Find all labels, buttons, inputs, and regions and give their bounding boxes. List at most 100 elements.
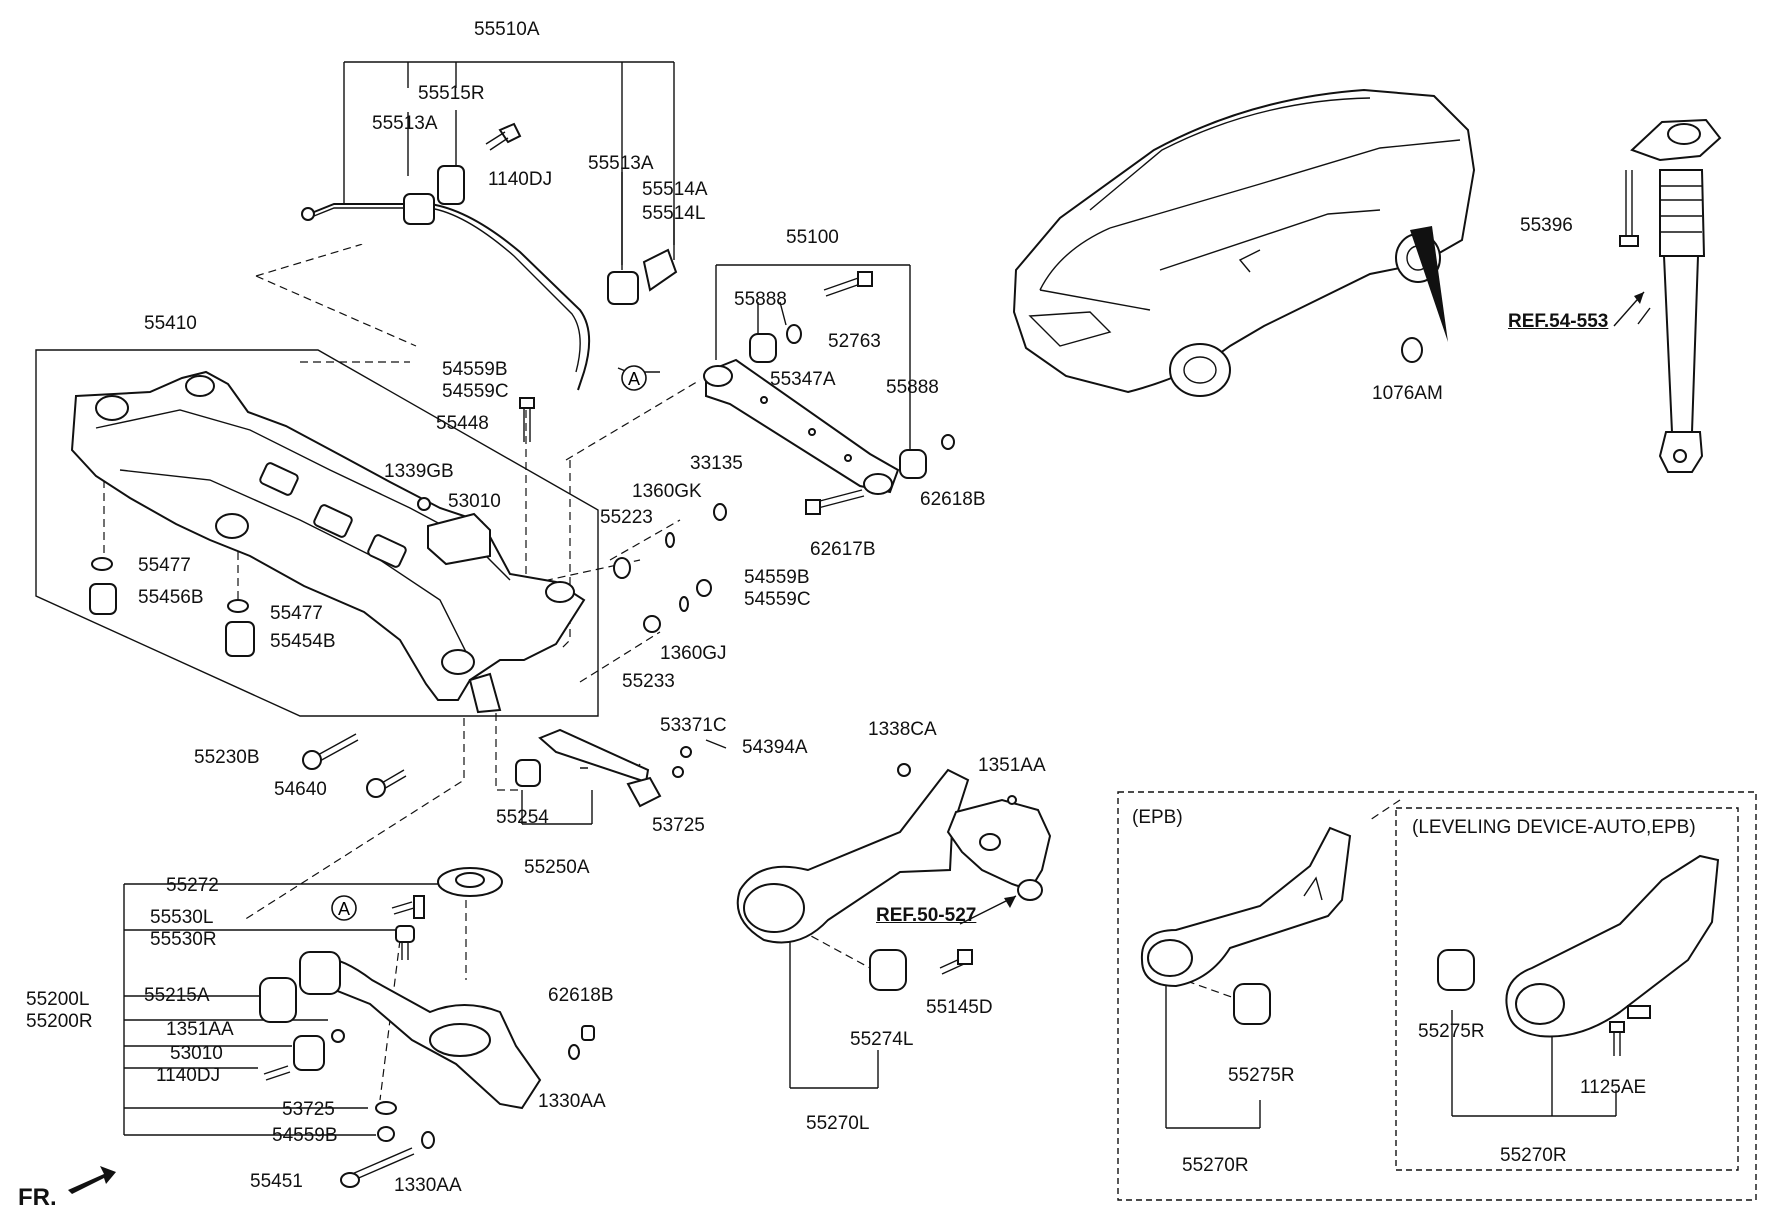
trailing-arm-55270L (736, 763, 973, 991)
callout-a-upper: A (621, 365, 647, 391)
stabilizer-bar (301, 203, 591, 391)
label-54640: 54640 (274, 779, 327, 800)
label-55270R-leveling: 55270R (1500, 1145, 1567, 1166)
label-54559B-low: 54559B (272, 1125, 338, 1146)
label-55200L: 55200L (26, 989, 90, 1010)
label-1140DJ-top: 1140DJ (488, 169, 553, 190)
knuckle (946, 795, 1052, 901)
label-55347A: 55347A (770, 369, 836, 390)
label-52763: 52763 (828, 331, 881, 352)
label-62618B-low: 62618B (548, 985, 614, 1006)
front-direction-label: FR. (18, 1184, 57, 1211)
label-55514L: 55514L (642, 203, 706, 224)
label-55254: 55254 (496, 807, 549, 828)
label-55451: 55451 (250, 1171, 303, 1192)
stabilizer-bushing-right (607, 248, 678, 305)
label-55888-right: 55888 (886, 377, 939, 398)
label-54394A: 54394A (742, 737, 808, 758)
label-55250A: 55250A (524, 857, 590, 878)
label-54559C-a: 54559C (442, 381, 509, 402)
label-55510A: 55510A (474, 19, 540, 40)
label-55410: 55410 (144, 313, 197, 334)
label-53371C: 53371C (660, 715, 727, 736)
front-direction-arrow (68, 1166, 116, 1194)
label-55233: 55233 (622, 671, 675, 692)
lower-arm-55200 (259, 867, 595, 1188)
link-55250A (515, 728, 727, 808)
label-33135: 33135 (690, 453, 743, 474)
label-1351AA-mid: 1351AA (978, 755, 1046, 776)
frame-boxes (35, 349, 1757, 1201)
label-55456B: 55456B (138, 587, 204, 608)
label-1076AM: 1076AM (1372, 383, 1443, 404)
label-55515R: 55515R (418, 83, 485, 104)
label-54559C-b: 54559C (744, 589, 811, 610)
label-ref-54-553: REF.54-553 (1508, 311, 1609, 332)
label-1330AA-a: 1330AA (538, 1091, 606, 1112)
link-bushings-55888 (749, 324, 955, 479)
label-1330AA-b: 1330AA (394, 1175, 462, 1196)
bolt-1140DJ-top (485, 122, 522, 151)
label-55477-b: 55477 (270, 603, 323, 624)
label-55275R-leveling: 55275R (1418, 1021, 1485, 1042)
label-55270R-epb: 55270R (1182, 1155, 1249, 1176)
lateral-link-55100 (703, 358, 900, 495)
vehicle-illustration (1012, 88, 1476, 397)
label-55274L: 55274L (850, 1029, 914, 1050)
label-62618B-mid: 62618B (920, 489, 986, 510)
washer-set-middle (613, 503, 727, 633)
label-55477-a: 55477 (138, 555, 191, 576)
label-1360GJ: 1360GJ (660, 643, 727, 664)
label-55454B: 55454B (270, 631, 336, 652)
label-54559B-b: 54559B (744, 567, 810, 588)
label-55530L: 55530L (150, 907, 214, 928)
bolt-55448 (519, 397, 535, 442)
label-55513A-top: 55513A (372, 113, 438, 134)
callout-a-lower: A (331, 895, 357, 921)
label-1125AE: 1125AE (1580, 1077, 1647, 1098)
label-55530R: 55530R (150, 929, 217, 950)
label-55215A: 55215A (144, 985, 210, 1006)
bushing-set-left (89, 557, 255, 657)
bolts-lower-left (302, 733, 407, 798)
stabilizer-bushing-left (403, 165, 465, 225)
epb-section-title: (EPB) (1132, 807, 1183, 828)
ref-arrows (959, 291, 1645, 925)
shock-absorber (1619, 118, 1722, 473)
svg-text:A: A (338, 899, 350, 919)
link-bolts (805, 271, 873, 515)
bracket-53010-top (417, 497, 491, 566)
label-55275R-epb: 55275R (1228, 1065, 1295, 1086)
crossmember (70, 370, 586, 714)
label-55272: 55272 (166, 875, 219, 896)
label-55514A: 55514A (642, 179, 708, 200)
label-55448: 55448 (436, 413, 489, 434)
label-53725-low: 53725 (282, 1099, 335, 1120)
label-55513A-right: 55513A (588, 153, 654, 174)
label-55230B: 55230B (194, 747, 260, 768)
label-55145D: 55145D (926, 997, 993, 1018)
label-55396: 55396 (1520, 215, 1573, 236)
label-55888-left: 55888 (734, 289, 787, 310)
label-62617B: 62617B (810, 539, 876, 560)
label-55100: 55100 (786, 227, 839, 248)
label-55270L: 55270L (806, 1113, 870, 1134)
label-1360GK: 1360GK (632, 481, 702, 502)
label-54559B-a: 54559B (442, 359, 508, 380)
label-1351AA-low: 1351AA (166, 1019, 234, 1040)
label-ref-50-527: REF.50-527 (876, 905, 977, 926)
trailing-arm-epb (1140, 826, 1352, 1025)
label-53725-mid: 53725 (652, 815, 705, 836)
label-55223: 55223 (600, 507, 653, 528)
trailing-arm-leveling (1437, 854, 1720, 1056)
label-53010-low: 53010 (170, 1043, 223, 1064)
label-53010-top: 53010 (448, 491, 501, 512)
label-1338CA: 1338CA (868, 719, 937, 740)
label-1140DJ-low: 1140DJ (156, 1065, 221, 1086)
label-1339GB: 1339GB (384, 461, 454, 482)
svg-text:A: A (628, 369, 640, 389)
leveling-section-title: (LEVELING DEVICE-AUTO,EPB) (1412, 817, 1696, 838)
stabilizer-link (391, 895, 425, 960)
label-55200R: 55200R (26, 1011, 93, 1032)
